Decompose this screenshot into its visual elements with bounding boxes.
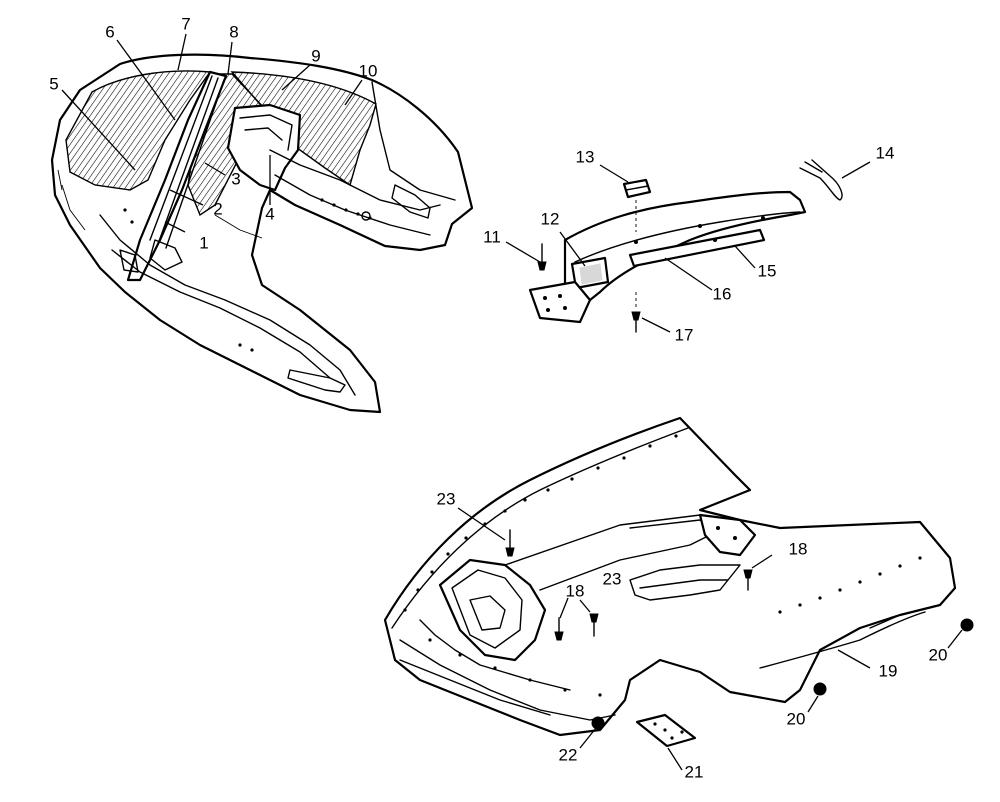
screw-11 xyxy=(537,261,547,271)
callout-7: 7 xyxy=(181,14,190,33)
windshield-right-panel xyxy=(230,71,377,187)
screw-23a xyxy=(505,547,515,557)
screw-18a xyxy=(743,569,753,579)
callout-19: 19 xyxy=(879,661,898,680)
callout-15: 15 xyxy=(758,261,777,280)
callout-20a: 20 xyxy=(929,645,948,664)
belly-pan-assembly xyxy=(383,416,974,748)
screw-18b xyxy=(554,631,564,641)
fastener-22 xyxy=(591,716,605,730)
fastener-20a xyxy=(960,618,974,632)
pad-12 xyxy=(570,256,610,290)
hood-lower-skirt xyxy=(99,214,356,396)
callout-2: 2 xyxy=(213,199,222,218)
callout-10: 10 xyxy=(359,61,378,80)
callout-3: 3 xyxy=(231,169,240,188)
fastener-20b xyxy=(813,682,827,696)
callout-23a: 23 xyxy=(437,489,456,508)
spring-clip-14 xyxy=(799,159,843,201)
callout-14: 14 xyxy=(876,143,895,162)
callout-12: 12 xyxy=(541,209,560,228)
callout-9: 9 xyxy=(311,46,320,65)
plate-16 xyxy=(628,228,766,268)
bracket-strap xyxy=(563,190,807,302)
callout-8: 8 xyxy=(229,22,238,41)
tunnel-mount xyxy=(438,558,547,662)
callout-21: 21 xyxy=(685,762,704,781)
callout-11: 11 xyxy=(483,227,501,246)
callout-13: 13 xyxy=(576,147,595,166)
bracket-assembly xyxy=(528,159,843,333)
mount-plate xyxy=(528,280,592,324)
windshield-left-panel xyxy=(65,70,212,191)
callout-18b: 18 xyxy=(566,581,585,600)
callout-5: 5 xyxy=(49,74,58,93)
console xyxy=(226,103,302,192)
rivet-row xyxy=(403,434,922,697)
callout-4: 4 xyxy=(265,204,274,223)
hood-assembly xyxy=(50,53,474,414)
callout-1: 1 xyxy=(199,233,208,252)
belly-pan-callouts: 23 23 18 18 19 20 20 21 22 xyxy=(437,489,963,781)
callout-23b: 23 xyxy=(603,569,622,588)
callout-17: 17 xyxy=(675,325,694,344)
callout-6: 6 xyxy=(105,22,114,41)
callout-16: 16 xyxy=(713,284,732,303)
bracket-callouts: 11 12 13 14 15 16 17 xyxy=(483,143,894,344)
rear-flap-19 xyxy=(759,611,926,669)
callout-22: 22 xyxy=(559,745,578,764)
callout-18a: 18 xyxy=(789,539,808,558)
callout-20b: 20 xyxy=(787,709,806,728)
rear-bracket xyxy=(698,513,757,557)
screw-17 xyxy=(631,311,641,321)
hood-callouts: 1 2 3 4 5 6 7 8 9 10 xyxy=(49,14,377,252)
screw-23b xyxy=(589,613,599,623)
